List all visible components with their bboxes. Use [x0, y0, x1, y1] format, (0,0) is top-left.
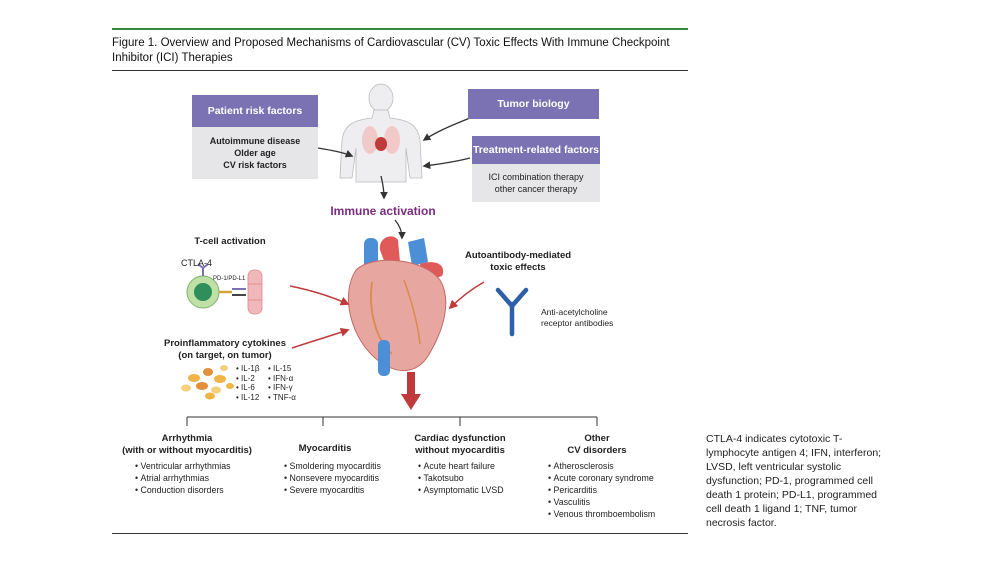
patient-risk-heading: Patient risk factors: [192, 95, 318, 127]
outcome-heading-line1: Other: [584, 433, 610, 444]
cytokine-item: TNF-α: [268, 393, 296, 403]
antibody-label-line1: Anti-acetylcholine: [541, 307, 608, 317]
figure-title: Figure 1. Overview and Proposed Mechanis…: [112, 37, 670, 64]
list-item: Smoldering myocarditis: [284, 460, 381, 472]
list-item: Venous thromboembolism: [548, 508, 656, 520]
cytokines-heading-line2: (on target, on tumor): [178, 350, 272, 361]
outcome-heading-line2: CV disorders: [567, 444, 627, 456]
cytokine-item: IL-1β: [236, 364, 259, 374]
autoantibody-heading-line2: toxic effects: [490, 262, 546, 273]
list-item: Vasculitis: [548, 496, 655, 508]
outcome-bracket: [186, 416, 598, 426]
outcome-arrhythmia-heading: Arrhythmia (with or without myocarditis): [112, 433, 262, 456]
list-item: Acute heart failure: [418, 460, 504, 472]
treatment-factor-item: other cancer therapy: [494, 184, 578, 194]
list-item: Conduction disorders: [135, 484, 231, 496]
list-item: Nonsevere myocarditis: [284, 472, 381, 484]
antibody-label-line2: receptor antibodies: [541, 318, 614, 328]
cytokine-item: IFN-α: [268, 374, 296, 384]
autoantibody-heading-line1: Autoantibody-mediated: [464, 250, 572, 261]
list-item: Takotsubo: [418, 472, 504, 484]
list-item: Acute coronary syndrome: [548, 472, 655, 484]
outcome-heading-line1: Myocarditis: [298, 443, 352, 454]
autoantibody-heading: Autoantibody-mediated toxic effects: [448, 250, 588, 274]
treatment-factor-item: ICI combination therapy: [488, 172, 584, 182]
list-item: Ventricular arrhythmias: [135, 460, 231, 472]
cytokine-item: IL-15: [268, 364, 296, 374]
immune-activation-label: Immune activation: [330, 204, 436, 218]
human-torso-icon: [339, 83, 423, 183]
cytokine-item: IL-6: [236, 383, 259, 393]
down-arrow-to-outcomes: [401, 372, 421, 410]
cytokine-particles-icon: [181, 365, 234, 400]
patient-risk-item: Autoimmune disease: [209, 136, 301, 146]
title-rule: [112, 70, 688, 71]
bottom-rule: [112, 533, 688, 534]
outcome-heading-line1: Arrhythmia: [161, 433, 213, 444]
antibody-label: Anti-acetylcholine receptor antibodies: [541, 307, 661, 329]
list-item: Atherosclerosis: [548, 460, 655, 472]
outcome-other-list: Atherosclerosis Acute coronary syndrome …: [548, 460, 656, 520]
list-item: Atrial arrhythmias: [135, 472, 231, 484]
cytokines-list-col1: IL-1β IL-2 IL-6 IL-12: [236, 364, 259, 402]
abbreviation-legend: CTLA-4 indicates cytotoxic T-lymphocyte …: [706, 433, 882, 529]
outcome-heading-line2: without myocarditis: [415, 444, 505, 456]
tumor-biology-heading: Tumor biology: [468, 89, 599, 119]
outcome-heading-line2: (with or without myocarditis): [122, 444, 252, 456]
list-item: Severe myocarditis: [284, 484, 381, 496]
list-item: Pericarditis: [548, 484, 655, 496]
treatment-factors-heading: Treatment-related factors: [472, 136, 600, 164]
cytokine-item: IL-2: [236, 374, 259, 384]
cytokines-heading: Proinflammatory cytokines (on target, on…: [150, 338, 300, 362]
cytokine-item: IL-12: [236, 393, 259, 403]
outcome-cardiac-dysfunction-heading: Cardiac dysfunction without myocarditis: [400, 433, 520, 456]
outcome-heading-line1: Cardiac dysfunction: [414, 433, 506, 444]
treatment-factors-list: ICI combination therapy other cancer the…: [472, 164, 600, 202]
outcome-cardiac-dysfunction-list: Acute heart failure Takotsubo Asymptomat…: [418, 460, 504, 496]
t-cell-icon: [186, 263, 263, 315]
outcome-other-heading: Other CV disorders: [552, 433, 642, 456]
cytokines-heading-line1: Proinflammatory cytokines: [164, 338, 286, 349]
cytokines-list-col2: IL-15 IFN-α IFN-γ TNF-α: [268, 364, 296, 402]
pd1-pdl1-label: PD-1/PD-L1: [213, 276, 246, 282]
outcome-myocarditis-list: Smoldering myocarditis Nonsevere myocard…: [284, 460, 381, 496]
outcome-arrhythmia-list: Ventricular arrhythmias Atrial arrhythmi…: [135, 460, 231, 496]
ctla4-label: CTLA-4: [181, 258, 213, 268]
outcome-myocarditis-heading: Myocarditis: [280, 443, 370, 455]
list-item: Asymptomatic LVSD: [418, 484, 504, 496]
arrow-patient-to-torso: [317, 147, 354, 158]
top-accent-rule: [112, 28, 688, 30]
patient-risk-item: Older age: [234, 148, 276, 158]
patient-risk-list: Autoimmune disease Older age CV risk fac…: [192, 127, 318, 179]
antibody-icon: [495, 287, 529, 337]
patient-risk-item: CV risk factors: [223, 160, 287, 170]
heart-illustration: [348, 236, 447, 376]
cytokine-item: IFN-γ: [268, 383, 296, 393]
tcell-activation-heading: T-cell activation: [194, 236, 266, 247]
